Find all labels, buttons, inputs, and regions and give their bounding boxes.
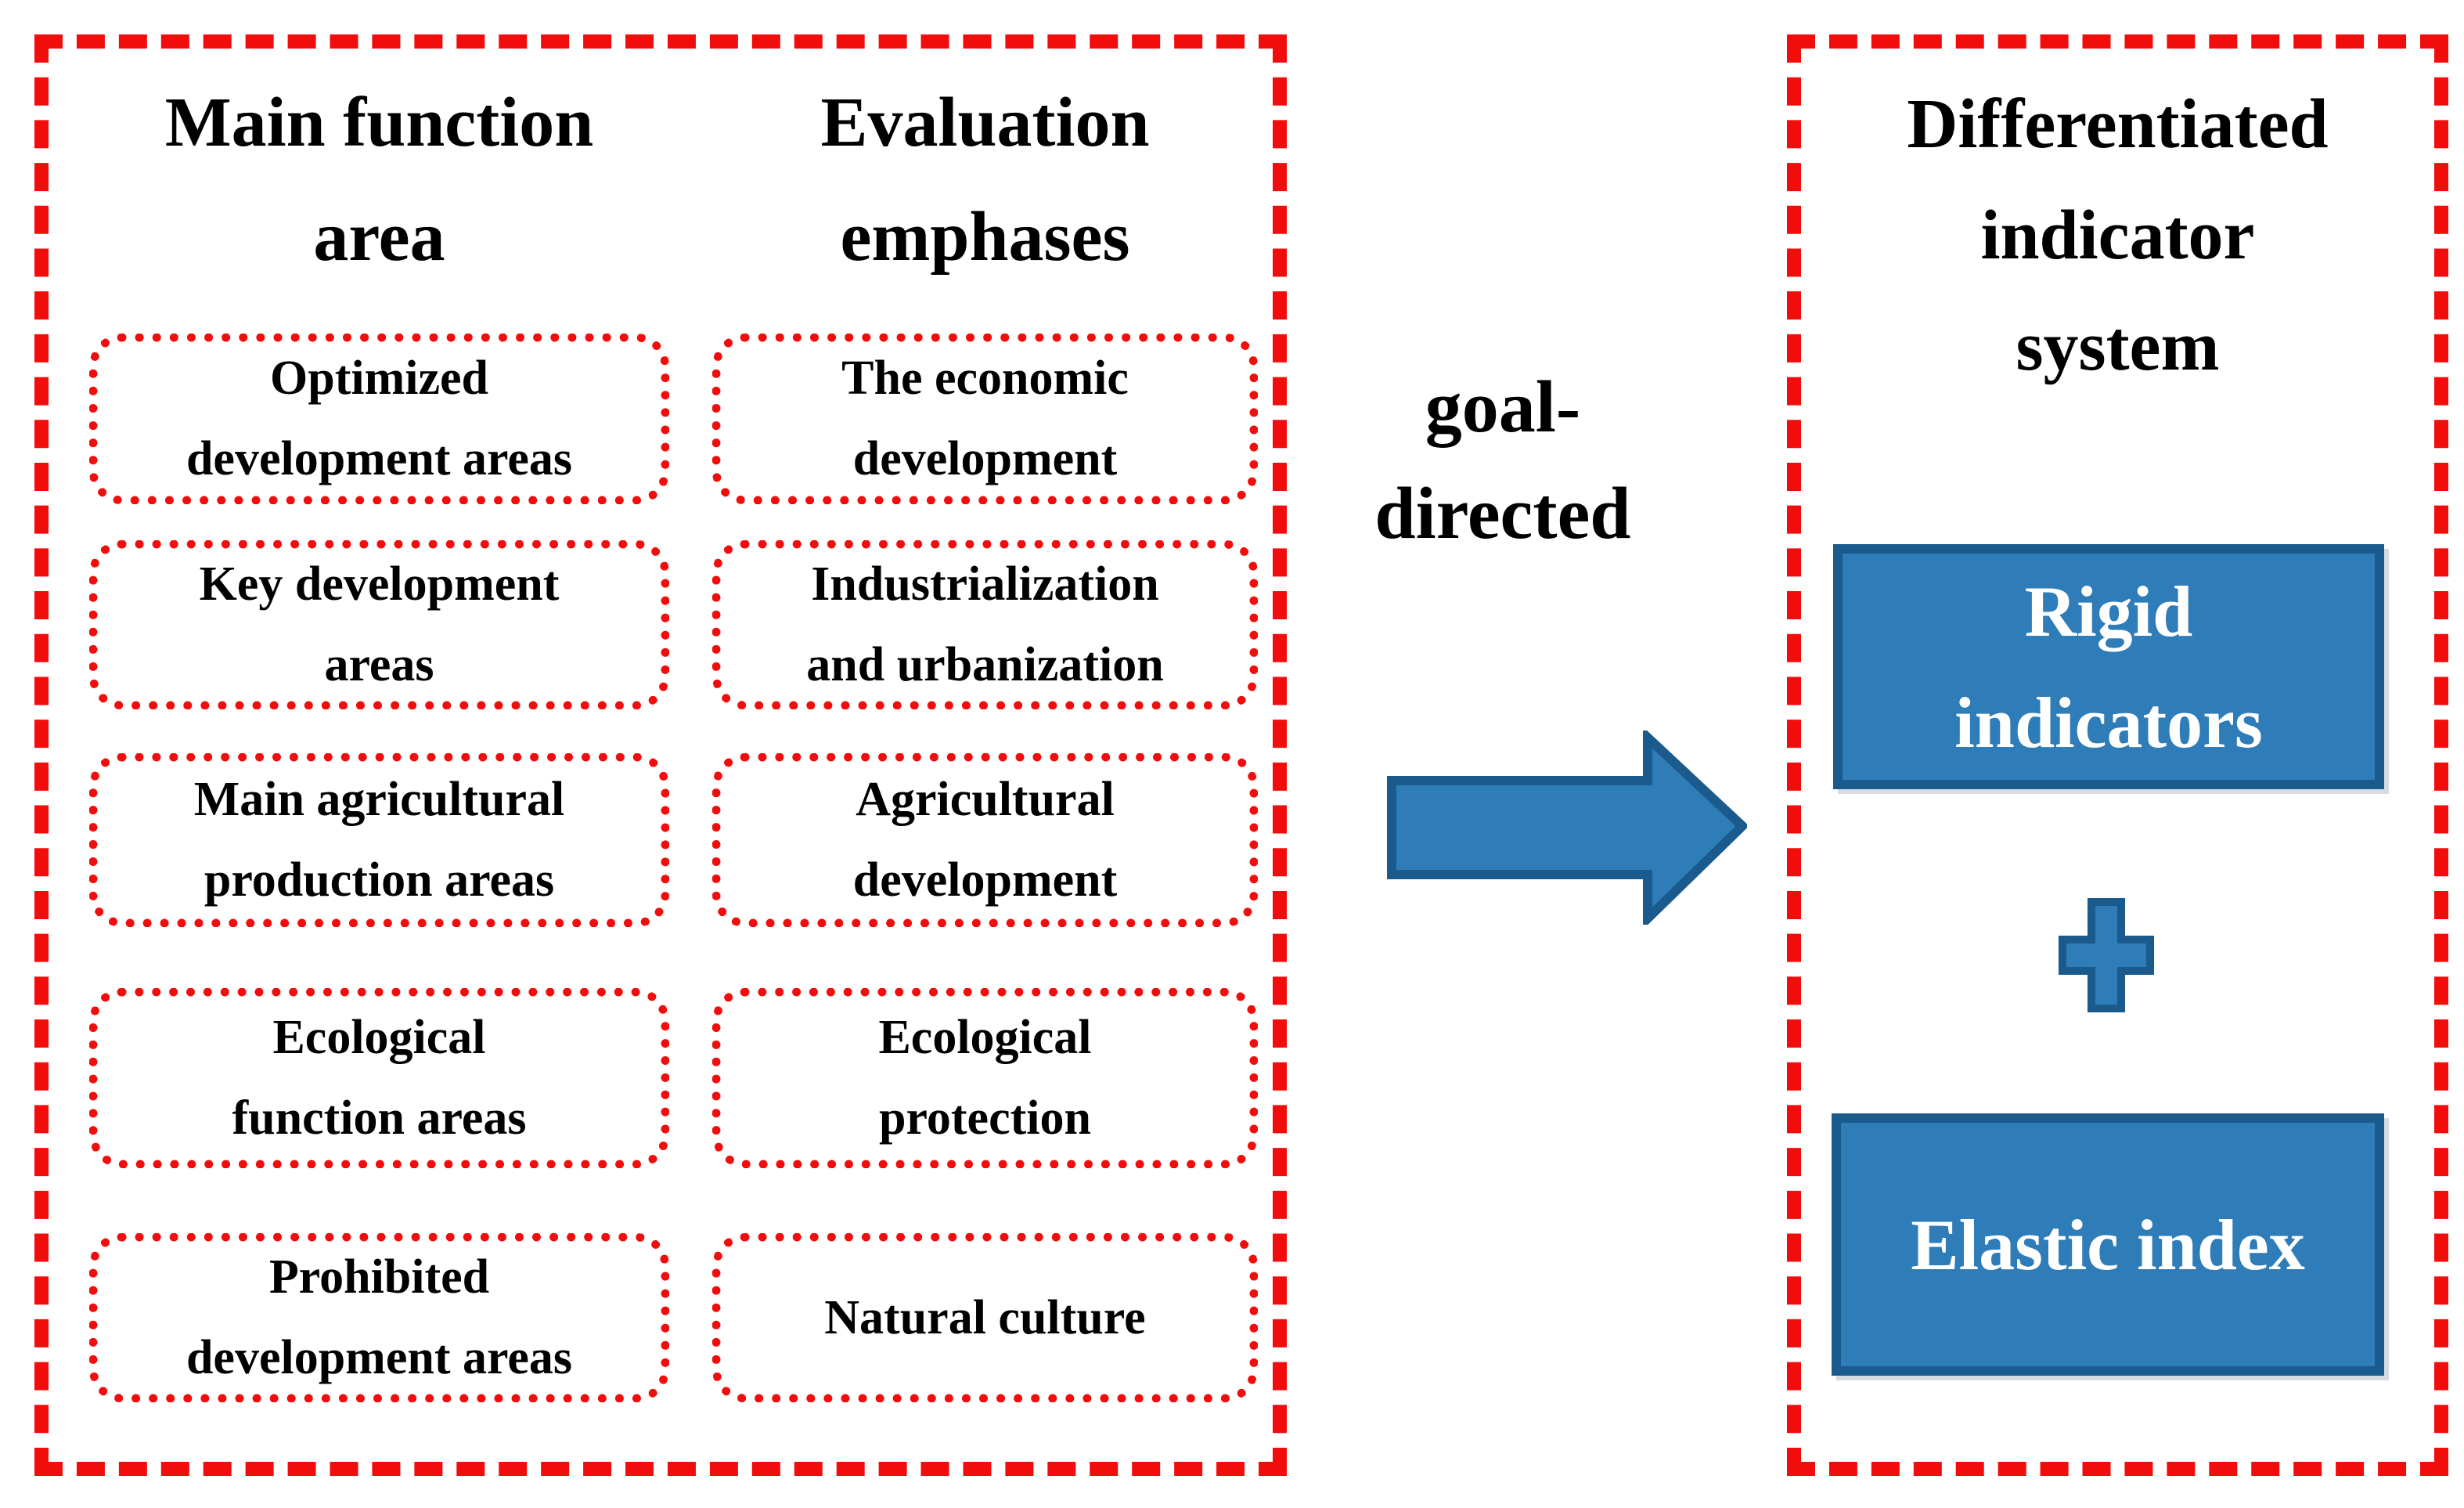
- panel-header-differentiated-indicator-system: Differentiated indicator system: [1907, 85, 2329, 385]
- rigid-indicators-box: Rigid indicators: [1833, 544, 2384, 789]
- box-natural-culture: Natural culture: [712, 1233, 1258, 1402]
- goal-directed-label: goal- directed: [1374, 366, 1631, 554]
- column-header-main-function-area: Main function area: [164, 84, 594, 276]
- plus-icon: [2059, 898, 2154, 1012]
- box-key-development-areas: Key development areas: [89, 540, 669, 709]
- column-evaluation-emphases: Evaluation emphases The economic develop…: [712, 49, 1258, 1462]
- box-agricultural-development: Agricultural development: [712, 753, 1258, 927]
- differentiated-indicator-panel: Differentiated indicator system Rigid in…: [1787, 34, 2448, 1476]
- main-function-panel-inner: Main function area Optimized development…: [49, 49, 1273, 1462]
- box-industrialization-and-urbanization: Industrialization and urbanization: [712, 540, 1258, 709]
- box-ecological-protection: Ecological protection: [712, 988, 1258, 1168]
- column-main-function-area: Main function area Optimized development…: [89, 49, 669, 1462]
- box-prohibited-development-areas: Prohibited development areas: [89, 1233, 669, 1402]
- box-optimized-development-areas: Optimized development areas: [89, 334, 669, 504]
- main-function-panel: Main function area Optimized development…: [34, 34, 1287, 1476]
- column-header-evaluation-emphases: Evaluation emphases: [820, 84, 1150, 276]
- differentiated-indicator-panel-inner: Differentiated indicator system Rigid in…: [1801, 49, 2434, 1462]
- box-ecological-function-areas: Ecological function areas: [89, 988, 669, 1168]
- elastic-index-box: Elastic index: [1832, 1113, 2384, 1376]
- box-main-agricultural-production-areas: Main agricultural production areas: [89, 753, 669, 927]
- right-block-arrow-icon: [1387, 731, 1747, 925]
- box-the-economic-development: The economic development: [712, 334, 1258, 504]
